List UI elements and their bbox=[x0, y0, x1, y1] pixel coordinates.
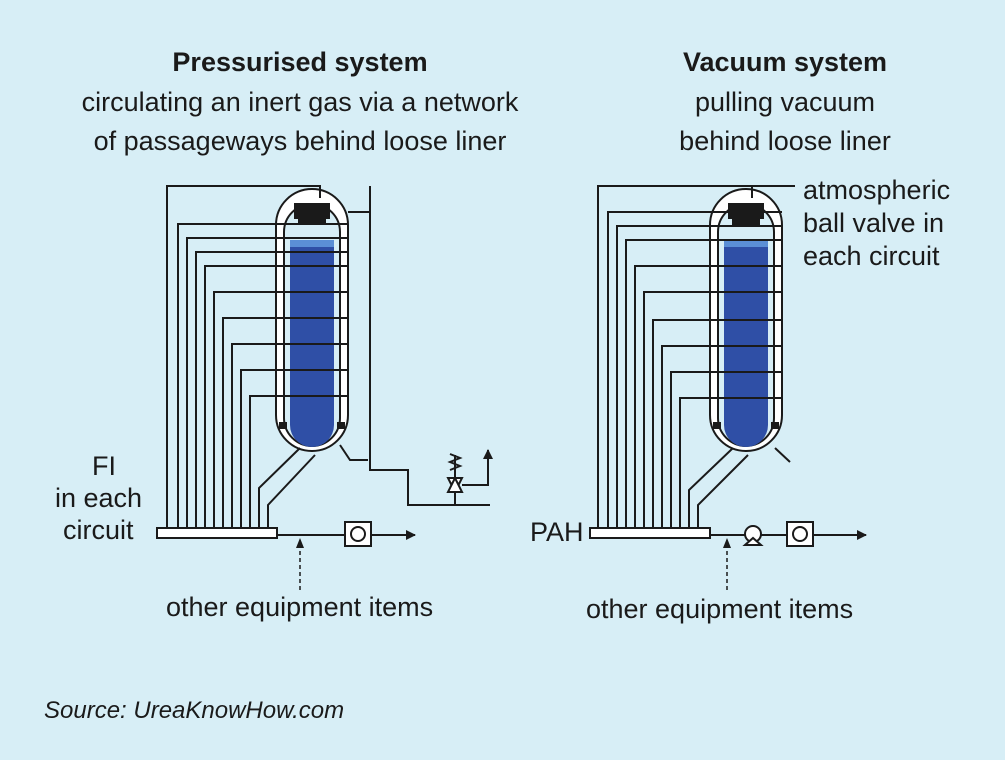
right-vessel-liquid bbox=[724, 240, 768, 447]
right-other-equipment-label: other equipment items bbox=[586, 594, 854, 624]
pressurised-subtitle-line2: of passageways behind loose liner bbox=[93, 126, 507, 156]
pressurised-subtitle-line1: circulating an inert gas via a network bbox=[81, 87, 519, 117]
left-other-equipment-label: other equipment items bbox=[166, 592, 434, 622]
fi-label-line1: FI bbox=[92, 451, 116, 481]
left-header-bar bbox=[156, 527, 278, 539]
vacuum-title: Vacuum system bbox=[682, 47, 888, 77]
left-liquid-surface bbox=[290, 240, 334, 247]
fi-label-line2: in each bbox=[55, 483, 143, 513]
fi-label-line3: circuit bbox=[63, 515, 134, 545]
source-note: Source: UreaKnowHow.com bbox=[44, 697, 345, 724]
vacuum-subtitle-line1: pulling vacuum bbox=[694, 87, 876, 117]
valve-label-line1: atmospheric bbox=[803, 175, 951, 205]
left-manhole bbox=[294, 203, 330, 219]
pressurised-diagram bbox=[156, 185, 493, 590]
valve-label-line2: ball valve in bbox=[803, 208, 945, 238]
right-header-bar bbox=[589, 527, 711, 539]
vacuum-subtitle-line2: behind loose liner bbox=[679, 126, 891, 156]
valve-label-line3: each circuit bbox=[803, 241, 940, 271]
pah-label: PAH bbox=[530, 517, 584, 547]
vacuum-diagram bbox=[589, 185, 867, 590]
right-liquid-surface bbox=[724, 240, 768, 247]
pressurised-title: Pressurised system bbox=[172, 47, 428, 77]
